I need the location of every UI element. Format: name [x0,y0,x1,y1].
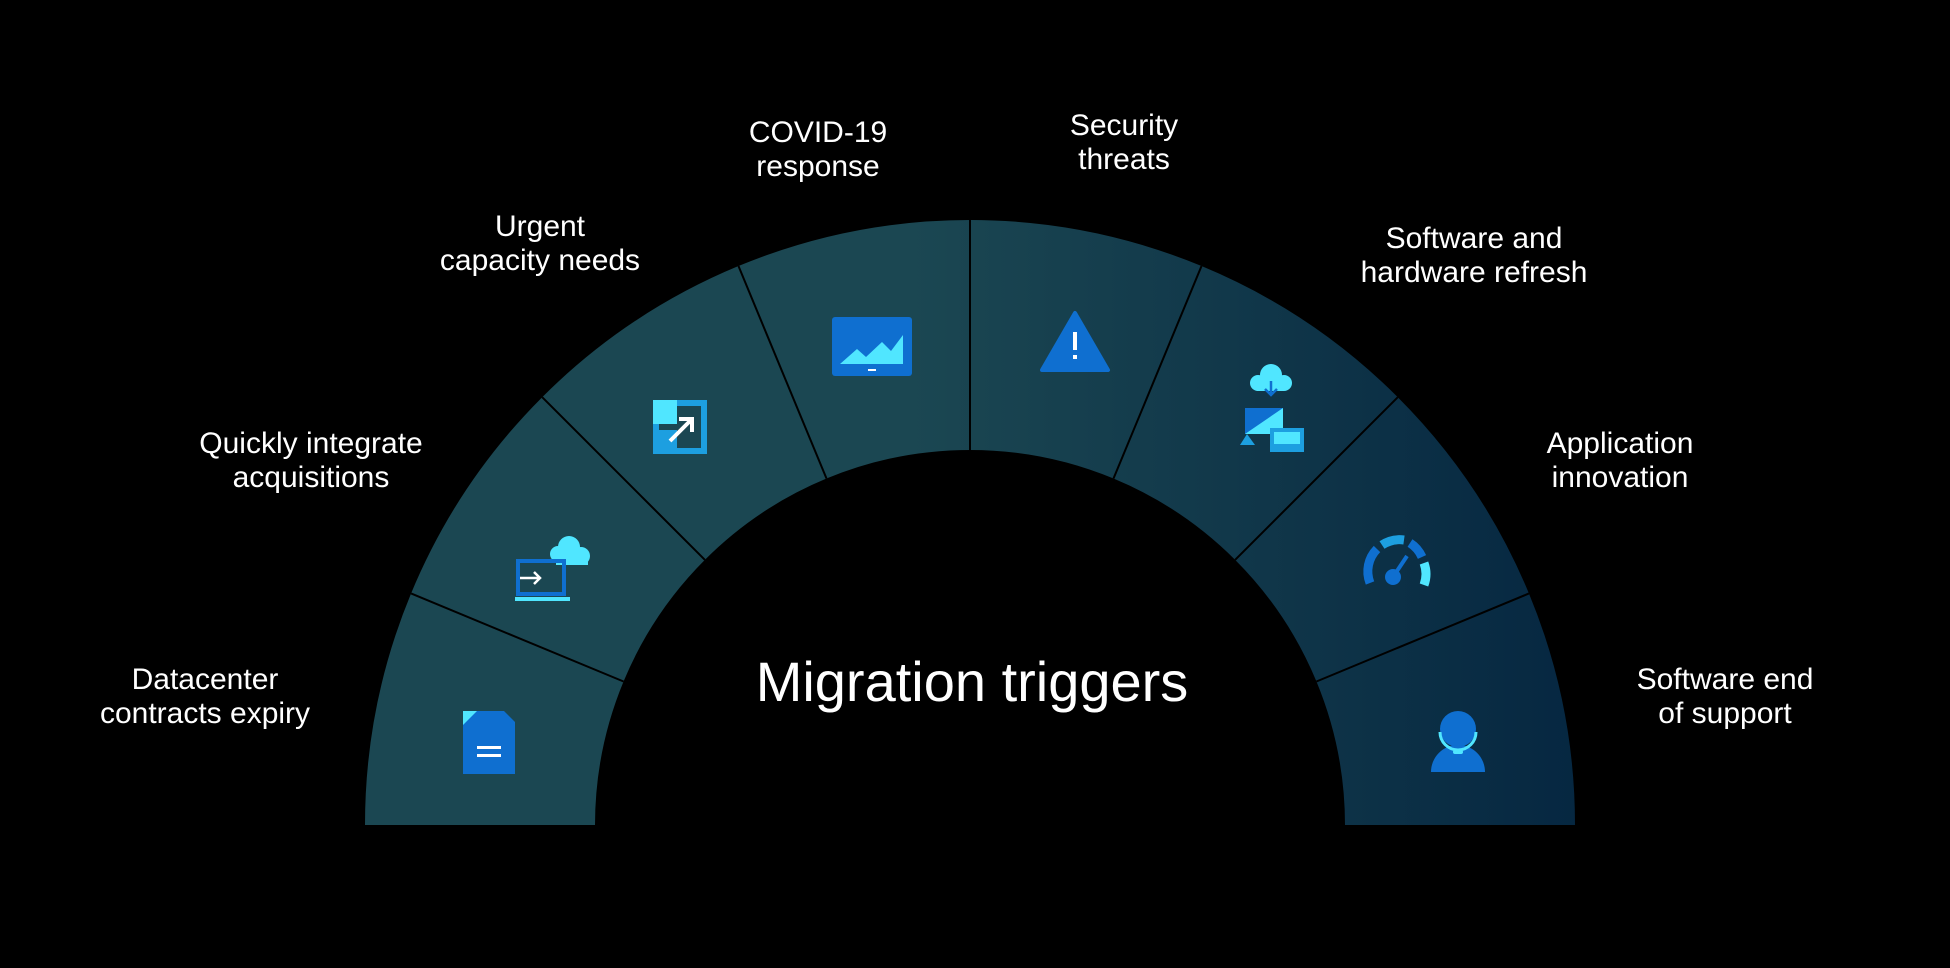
segment-divider [1234,396,1399,561]
label-software-end-of-support: Software end of support [1637,663,1814,731]
segment-datacenter [365,593,624,825]
label-security-threats: Security threats [1070,109,1178,177]
speedometer-icon [1363,535,1431,587]
label-application-innovation: Application innovation [1547,427,1694,495]
label-quickly-integrate: Quickly integrate acquisitions [199,427,422,495]
segment-innovation [1235,397,1529,682]
label-software-hardware-refresh: Software and hardware refresh [1361,222,1588,290]
label-line: Datacenter [131,663,279,696]
segment-divider [410,592,624,683]
cloud-migrate-icon [515,536,590,601]
label-line: Application [1546,427,1694,460]
label-line: Security [1069,109,1179,142]
label-line: Software end [1636,663,1814,696]
label-urgent-capacity: Urgent capacity needs [440,210,640,278]
document-icon [463,711,515,774]
label-line: acquisitions [232,461,390,494]
label-line: COVID-19 [748,116,888,149]
label-covid-response: COVID-19 response [749,116,887,184]
monitor-chart-icon [832,317,912,376]
segment-divider [1112,265,1203,479]
label-line: of support [1658,697,1792,730]
label-line: response [756,150,880,183]
cloud-devices-icon [1240,364,1304,452]
label-line: Urgent [494,210,586,243]
support-agent-icon [1431,711,1485,772]
segment-divider [1316,592,1530,683]
label-line: Quickly integrate [199,427,423,460]
diagram-title: Migration triggers [755,650,1189,713]
label-line: Software and [1385,222,1563,255]
segment-acquisitions [411,397,705,682]
warning-icon [1040,311,1110,372]
label-line: capacity needs [439,244,641,277]
label-line: innovation [1551,461,1689,494]
arch-dividers [410,220,1530,683]
segment-divider [737,265,828,479]
label-datacenter-contracts: Datacenter contracts expiry [100,663,310,731]
label-line: hardware refresh [1360,256,1588,289]
segment-support [1316,593,1575,825]
label-line: threats [1078,143,1170,176]
label-line: contracts expiry [99,697,311,730]
segment-divider [541,396,706,561]
expand-icon [653,400,707,454]
